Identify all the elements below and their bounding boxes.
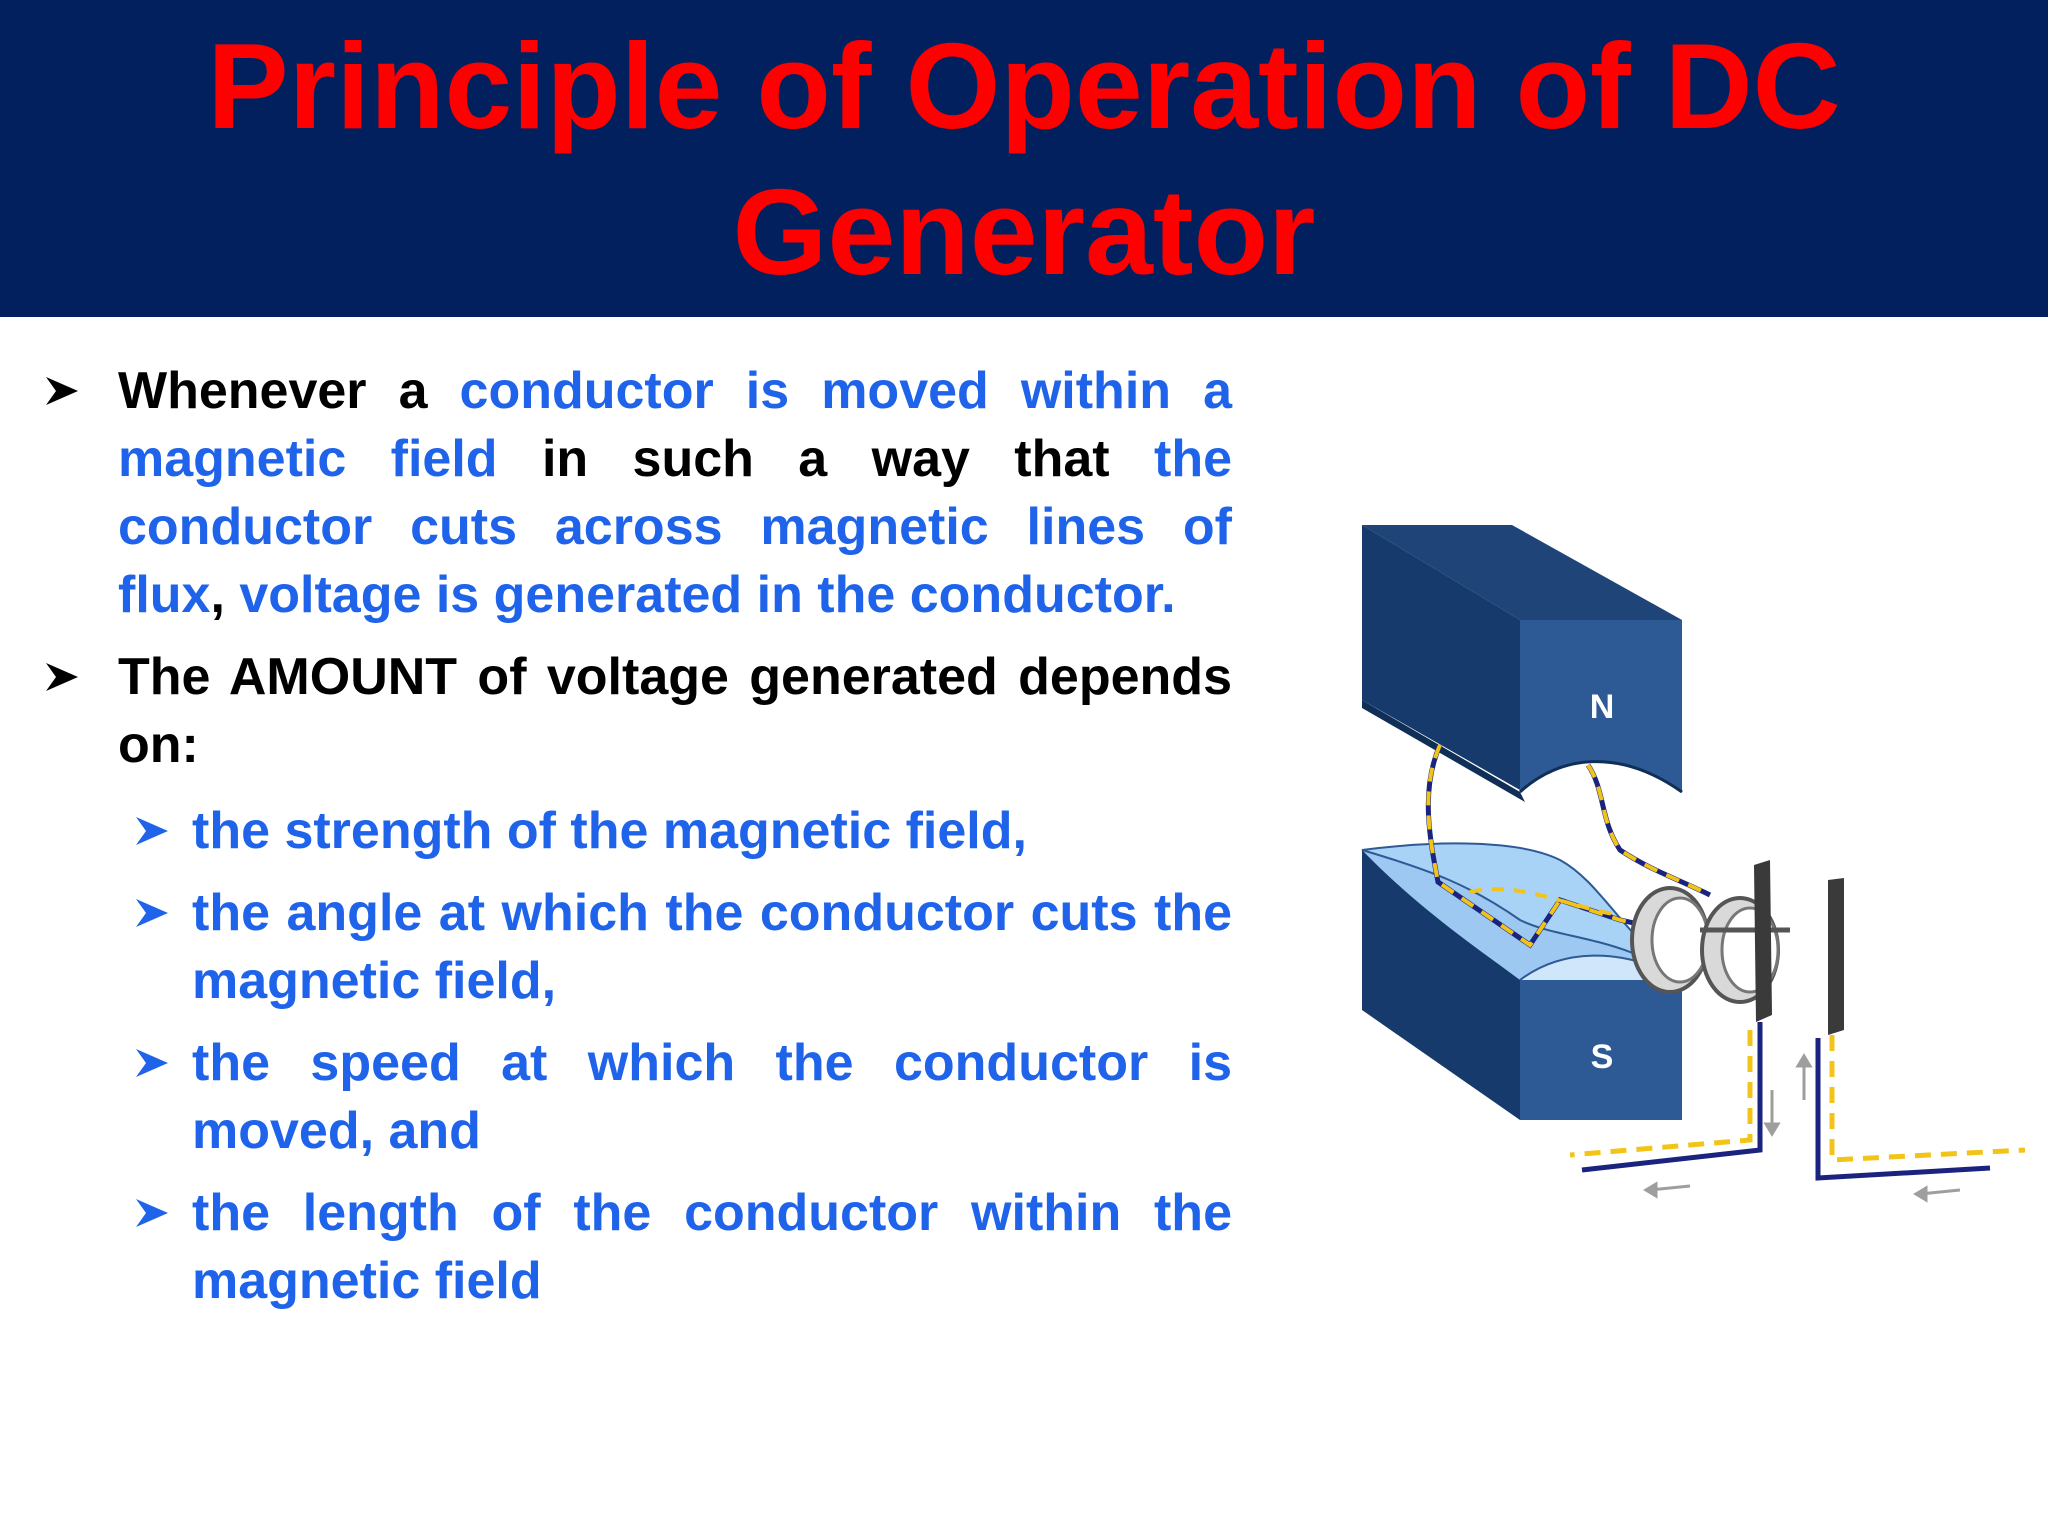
bullet-conductor-motion: Whenever a conductor is moved within a m… — [42, 357, 1232, 629]
north-pole-magnet: N — [1362, 525, 1683, 802]
list-item-text: the strength of the magnetic field, — [192, 802, 1027, 860]
bullet-text-part: , — [210, 566, 240, 624]
factor-list: the strength of the magnetic field, the … — [132, 797, 1232, 1315]
current-arrows — [1643, 1053, 1961, 1203]
bullet-text: The AMOUNT of voltage generated depends … — [118, 648, 1232, 774]
slide-title-line-1: Principle of Operation of DC — [207, 17, 1841, 154]
arrow-bullet-icon — [132, 797, 172, 865]
north-pole-label: N — [1590, 688, 1615, 726]
arrow-bullet-icon — [42, 643, 84, 711]
slip-rings — [1630, 886, 1790, 1004]
bullet-highlight: conductor is moved within a magnetic fie… — [118, 362, 1232, 488]
slide-title-line-2: Generator — [732, 163, 1316, 300]
output-leads — [1569, 1022, 2026, 1181]
conductor-loop — [1425, 743, 1712, 949]
bullet-highlight: voltage is generated in the conductor. — [239, 566, 1176, 624]
bullet-highlight: the conductor cuts across magnetic lines… — [118, 430, 1232, 624]
slide-content: Whenever a conductor is moved within a m… — [42, 357, 1232, 1315]
south-pole-label: S — [1591, 1038, 1614, 1076]
carbon-brushes — [1754, 860, 1844, 1035]
arrow-bullet-icon — [132, 1029, 172, 1097]
list-item-text: the speed at which the conductor is move… — [192, 1034, 1232, 1160]
south-pole-magnet: S — [1361, 842, 1683, 1120]
list-item: the angle at which the conductor cuts th… — [132, 879, 1232, 1015]
bullet-text-part: Whenever a — [118, 362, 460, 420]
list-item-text: the length of the conductor within the m… — [192, 1184, 1232, 1310]
bullet-voltage-factors: The AMOUNT of voltage generated depends … — [42, 643, 1232, 779]
list-item: the strength of the magnetic field, — [132, 797, 1232, 865]
arrow-bullet-icon — [132, 879, 172, 947]
list-item: the length of the conductor within the m… — [132, 1179, 1232, 1315]
arrow-bullet-icon — [42, 357, 84, 425]
title-bar: Principle of Operation of DC Generator — [0, 0, 2048, 317]
bullet-text-part: in such a way that — [497, 430, 1154, 488]
list-item: the speed at which the conductor is move… — [132, 1029, 1232, 1165]
dc-generator-diagram: N S — [1320, 510, 2040, 1230]
arrow-bullet-icon — [132, 1179, 172, 1247]
list-item-text: the angle at which the conductor cuts th… — [192, 884, 1232, 1010]
